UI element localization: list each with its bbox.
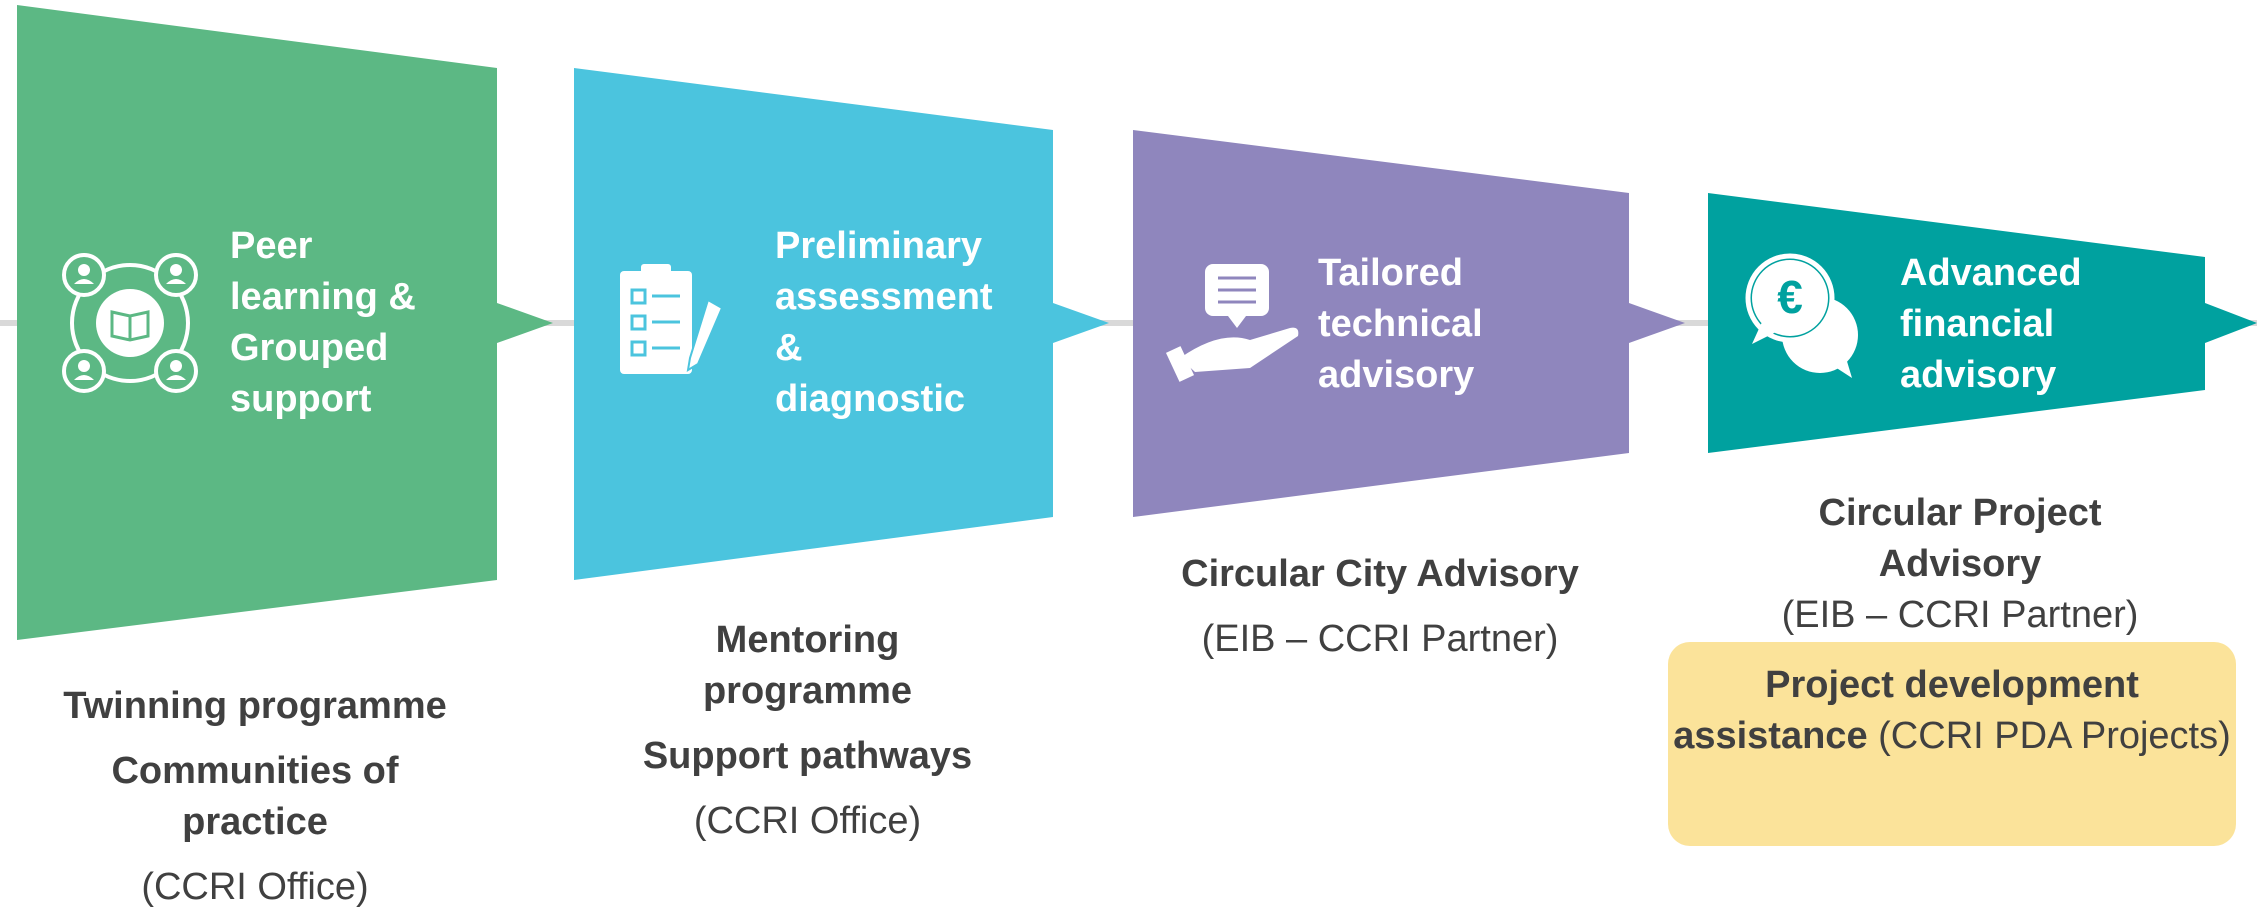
stage-3-shape: [1133, 130, 1629, 517]
stage-1-title-line-4: support: [230, 378, 372, 420]
stage-2-title-line-3: &: [775, 327, 803, 369]
stage-2-arrow: [1053, 303, 1109, 343]
stage-3-caption-normal: (EIB – CCRI Partner): [1201, 618, 1559, 660]
stage-1-shape: [17, 5, 497, 640]
stage-4-caption: Circular Project Advisory (EIB – CCRI Pa…: [1700, 488, 2220, 641]
stage-2-title-line-2: assessment: [775, 276, 993, 318]
pda-highlight-text: Project development assistance (CCRI PDA…: [1668, 660, 2236, 762]
pda-highlight-box: [1668, 642, 2236, 846]
stage-3-title-line-3: advisory: [1318, 354, 1475, 396]
stage-2-title-line-1: Preliminary: [775, 225, 982, 267]
stage-2-shape: [574, 68, 1053, 580]
stage-3-title: Tailored technical advisory: [1318, 248, 1483, 401]
stage-4-title-line-3: advisory: [1900, 354, 2057, 396]
stage-3-title-line-2: technical: [1318, 303, 1483, 345]
stage-3-arrow: [1629, 303, 1685, 343]
stage-1-title: Peer learning & Grouped support: [230, 221, 416, 425]
stage-4-title: Advanced financial advisory: [1900, 248, 2082, 401]
stage-1-caption: Twinning programme Communities of practi…: [20, 681, 490, 913]
euro-speech-bubble-icon: €: [1745, 253, 1858, 378]
stage-1-title-line-1: Peer: [230, 225, 313, 267]
stage-4-shape: [1708, 193, 2205, 453]
peer-learning-icon: [62, 253, 198, 393]
pda-normal-label: (CCRI PDA Projects): [1867, 715, 2231, 757]
stage-1-caption-bold-1: Twinning programme: [63, 685, 447, 727]
stage-3-caption: Circular City Advisory (EIB – CCRI Partn…: [1130, 549, 1630, 665]
stage-4-title-line-2: financial: [1900, 303, 2055, 345]
stage-2-title-line-4: diagnostic: [775, 378, 966, 420]
stage-2-caption-bold-1: Mentoring programme: [702, 619, 913, 712]
stage-4-title-line-1: Advanced: [1900, 252, 2082, 294]
stage-1-title-line-2: learning &: [230, 276, 416, 318]
stage-1-caption-normal: (CCRI Office): [141, 866, 369, 908]
svg-text:€: €: [1777, 271, 1803, 323]
stage-3-caption-bold-1: Circular City Advisory: [1181, 553, 1579, 595]
pda-bold-label: Project development assistance: [1673, 664, 2139, 757]
stage-2-title: Preliminary assessment & diagnostic: [775, 221, 993, 425]
stage-2-caption: Mentoring programme Support pathways (CC…: [580, 615, 1035, 847]
stage-1-title-line-3: Grouped: [230, 327, 389, 369]
stage-1-arrow: [497, 303, 553, 343]
stage-1-caption-bold-2: Communities of practice: [111, 750, 399, 843]
hand-speech-bubble-icon: [1165, 264, 1299, 382]
stage-2-caption-normal: (CCRI Office): [693, 800, 922, 842]
stage-3-title-line-1: Tailored: [1318, 252, 1463, 294]
stage-4-arrow: [2205, 303, 2257, 343]
stage-4-caption-normal: (EIB – CCRI Partner): [1781, 594, 2139, 636]
clipboard-checklist-icon: [620, 264, 724, 374]
stage-2-caption-bold-2: Support pathways: [642, 735, 973, 777]
stage-4-caption-bold-1: Circular Project Advisory: [1818, 492, 2102, 585]
